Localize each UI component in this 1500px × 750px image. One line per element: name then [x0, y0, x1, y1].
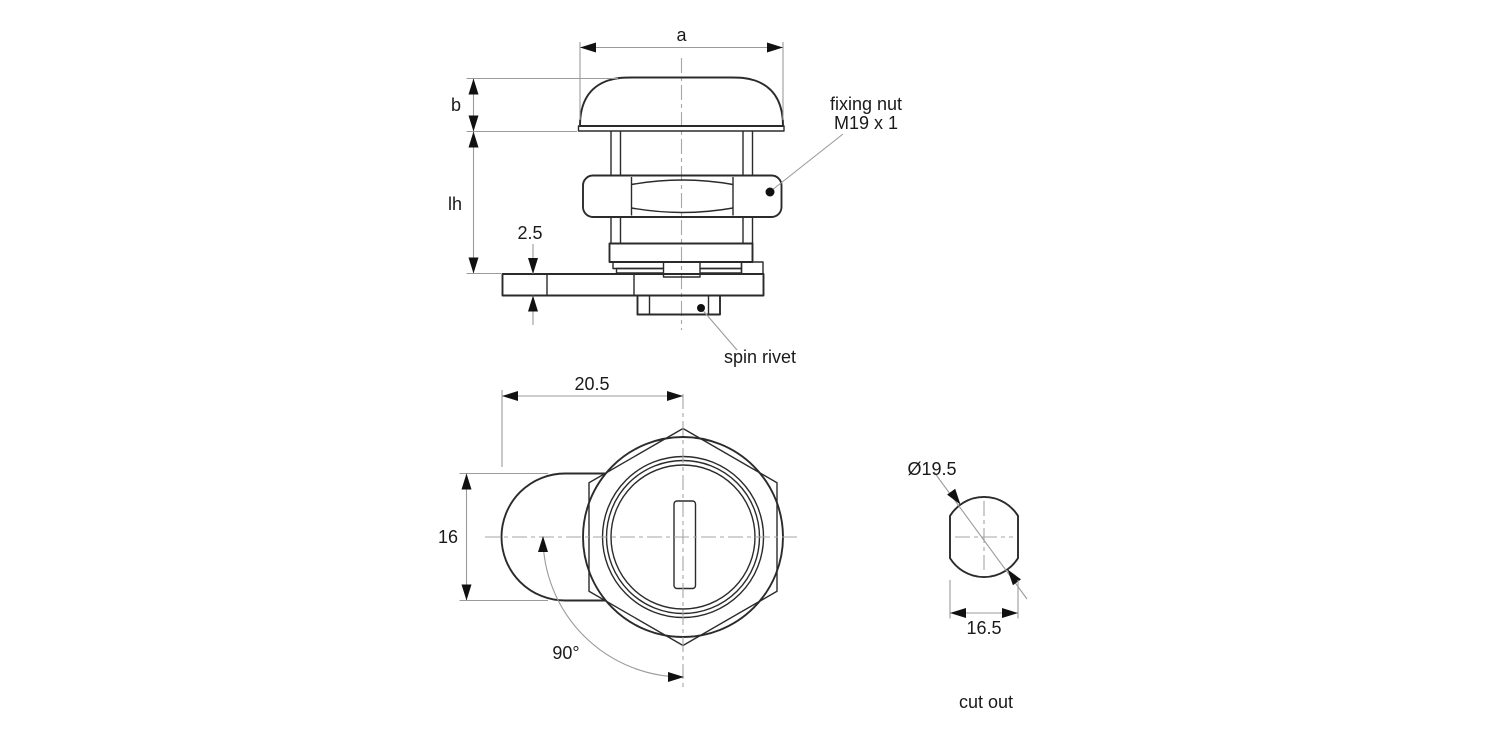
- arrowhead: [947, 488, 961, 505]
- cutout-shape: [949, 496, 1019, 578]
- dimension-a: a: [579, 25, 784, 120]
- dim-cam-length-label: 20.5: [574, 374, 609, 394]
- arrowhead: [538, 536, 548, 552]
- dimension-b: b: [451, 77, 618, 133]
- dim-b-label: b: [451, 95, 461, 115]
- arrowhead: [461, 473, 472, 490]
- front-view: 20.5 16 90°: [438, 374, 798, 690]
- dim-cam-width-label: 16: [438, 527, 458, 547]
- cutout-view: Ø19.5 16.5 cut out: [907, 459, 1028, 712]
- dim-across-flats-label: 16.5: [966, 618, 1001, 638]
- arrowhead: [667, 391, 683, 401]
- stop-tabs: [612, 261, 764, 278]
- leader-dot: [765, 187, 775, 197]
- arrowhead: [528, 258, 538, 274]
- fixing-nut-facet-edges: [630, 177, 734, 216]
- leader-line: [771, 133, 844, 191]
- arrowhead: [468, 115, 479, 132]
- arrowhead: [468, 131, 479, 148]
- fixing-nut-facet-arcs: [631, 179, 734, 214]
- dimension-rotation-angle: 90°: [538, 536, 684, 682]
- fixing-nut: [582, 174, 783, 218]
- cam-lobe: [500, 472, 606, 602]
- leader-line: [702, 310, 738, 351]
- dimension-cam-length: 20.5: [501, 374, 683, 467]
- spin-rivet-dot: [697, 304, 705, 312]
- arrowhead: [1002, 608, 1018, 618]
- side-view: a b lh 2.5 fixing nut M19 x 1: [448, 25, 902, 367]
- dimension-cam-width: 16: [438, 472, 548, 602]
- dimension-lh: lh: [448, 131, 501, 275]
- fixing-nut-outline: [582, 174, 783, 218]
- dim-a-label: a: [676, 25, 687, 45]
- arrowhead: [468, 257, 479, 274]
- arrowhead: [461, 584, 472, 601]
- dim-diameter-label: Ø19.5: [907, 459, 956, 479]
- spin-rivet-label: spin rivet: [724, 347, 796, 367]
- arrowhead: [580, 42, 596, 53]
- cutout-caption: cut out: [959, 692, 1013, 712]
- housing-collar: [608, 242, 754, 263]
- arrowhead: [668, 672, 684, 682]
- arrowhead: [767, 42, 783, 53]
- arrowhead: [468, 78, 479, 95]
- cam-plate: [501, 273, 765, 297]
- fixing-nut-label-line2: M19 x 1: [834, 113, 898, 133]
- fixing-nut-callout: fixing nut M19 x 1: [765, 94, 902, 197]
- key-slot: [673, 500, 697, 590]
- arrowhead: [502, 391, 518, 401]
- dim-rotation-label: 90°: [552, 643, 579, 663]
- arrowhead: [528, 295, 538, 312]
- arrowhead: [950, 608, 966, 618]
- cap-head-dome: [579, 76, 784, 127]
- dimension-flange-thickness: 2.5: [517, 223, 543, 325]
- arrowhead: [1007, 569, 1021, 586]
- dim-lh-label: lh: [448, 194, 462, 214]
- cap-head-rim: [577, 125, 785, 132]
- fixing-nut-label-line1: fixing nut: [830, 94, 902, 114]
- thread-body-upper: [610, 131, 754, 176]
- dimension-cutout-width: 16.5: [949, 580, 1019, 638]
- dim-flange-label: 2.5: [517, 223, 542, 243]
- dimension-cutout-diameter: Ø19.5: [907, 459, 1028, 600]
- thread-body-lower: [610, 217, 754, 244]
- rivet-boss: [636, 294, 721, 316]
- spin-rivet-callout: spin rivet: [697, 304, 796, 367]
